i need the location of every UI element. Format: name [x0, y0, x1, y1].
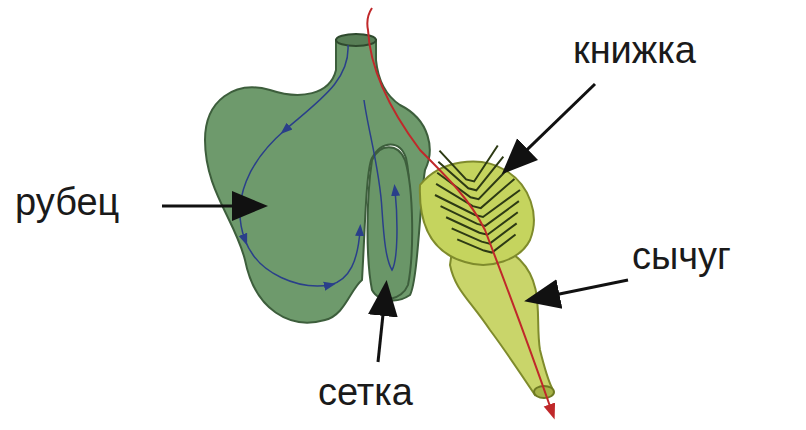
reticulum [368, 147, 413, 299]
part-label: сетка [318, 372, 413, 414]
part-label: сычуг [632, 236, 731, 278]
part-label: книжка [573, 30, 696, 72]
rumen [205, 40, 430, 323]
part-label: рубец [15, 182, 119, 224]
